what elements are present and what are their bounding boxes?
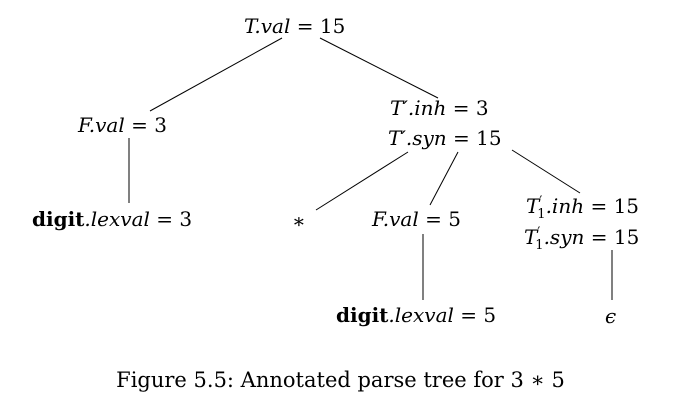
node-digit-right: digit.lexval = 5 [336,305,496,325]
edge-tprime-to-star [315,151,409,211]
node-f-right-eq: = [418,207,449,231]
node-tprime-inh-eq: = [446,96,476,120]
node-t1prime-inh: T′1.inh = 15 [526,195,639,221]
node-tprime-syn: T′.syn = 15 [388,128,502,148]
node-t1prime-syn-prime: ′ [537,225,541,240]
node-digit-right-attr: .lexval [388,303,454,327]
edge-tprime-to-f-right [429,151,459,206]
node-star-symbol: ∗ [292,209,306,233]
node-digit-left-value: 3 [179,207,193,231]
node-tprime-syn-attr: T′.syn [388,126,447,150]
node-digit-right-value: 5 [483,303,497,327]
node-t1prime-inh-value: 15 [613,194,640,218]
edge-root-to-tprime [319,37,439,99]
node-t1prime-syn: T′1.syn = 15 [524,226,639,252]
node-digit-left-attr: .lexval [84,207,150,231]
edge-tprime-to-t1prime [511,149,581,194]
node-epsilon: ϵ [605,306,616,326]
node-t1prime-syn-base: T [524,225,538,249]
node-tprime-inh-attr: T′.inh [390,96,447,120]
node-digit-left: digit.lexval = 3 [32,209,192,229]
node-digit-right-eq: = [453,303,484,327]
node-t1prime-syn-attr: .syn [543,225,585,249]
node-t1prime-syn-value: 15 [613,225,640,249]
node-tprime-inh: T′.inh = 3 [390,98,489,118]
node-root-eq: = [290,14,320,38]
node-root-value: 15 [319,14,346,38]
node-t1prime-inh-sub: 1 [537,207,546,222]
edge-root-to-f-left [149,37,283,112]
node-f-right: F.val = 5 [372,209,461,229]
node-f-left-eq: = [124,113,155,137]
node-root-t-val: T.val = 15 [244,16,345,36]
node-root-attr: T.val [244,14,291,38]
node-f-right-value: 5 [448,207,461,231]
node-digit-left-keyword: digit [32,207,85,231]
node-t1prime-inh-attr: .inh [545,194,585,218]
node-f-left-attr: F.val [78,113,125,137]
node-t1prime-inh-eq: = [584,194,614,218]
node-tprime-syn-eq: = [446,126,477,150]
node-t1prime-syn-eq: = [584,225,614,249]
node-f-right-attr: F.val [372,207,419,231]
node-f-left: F.val = 3 [78,115,167,135]
node-t1prime-inh-base: T [526,194,540,218]
node-t1prime-inh-prime: ′ [539,194,543,209]
node-t1prime-syn-sub: 1 [535,238,544,253]
node-f-left-value: 3 [154,113,167,137]
node-tprime-inh-value: 3 [475,96,489,120]
node-digit-right-keyword: digit [336,303,389,327]
figure-caption: Figure 5.5: Annotated parse tree for 3 ∗… [116,368,565,392]
node-digit-left-eq: = [149,207,180,231]
node-star: ∗ [292,211,306,231]
node-tprime-syn-value: 15 [476,126,502,150]
node-epsilon-symbol: ϵ [605,304,617,328]
